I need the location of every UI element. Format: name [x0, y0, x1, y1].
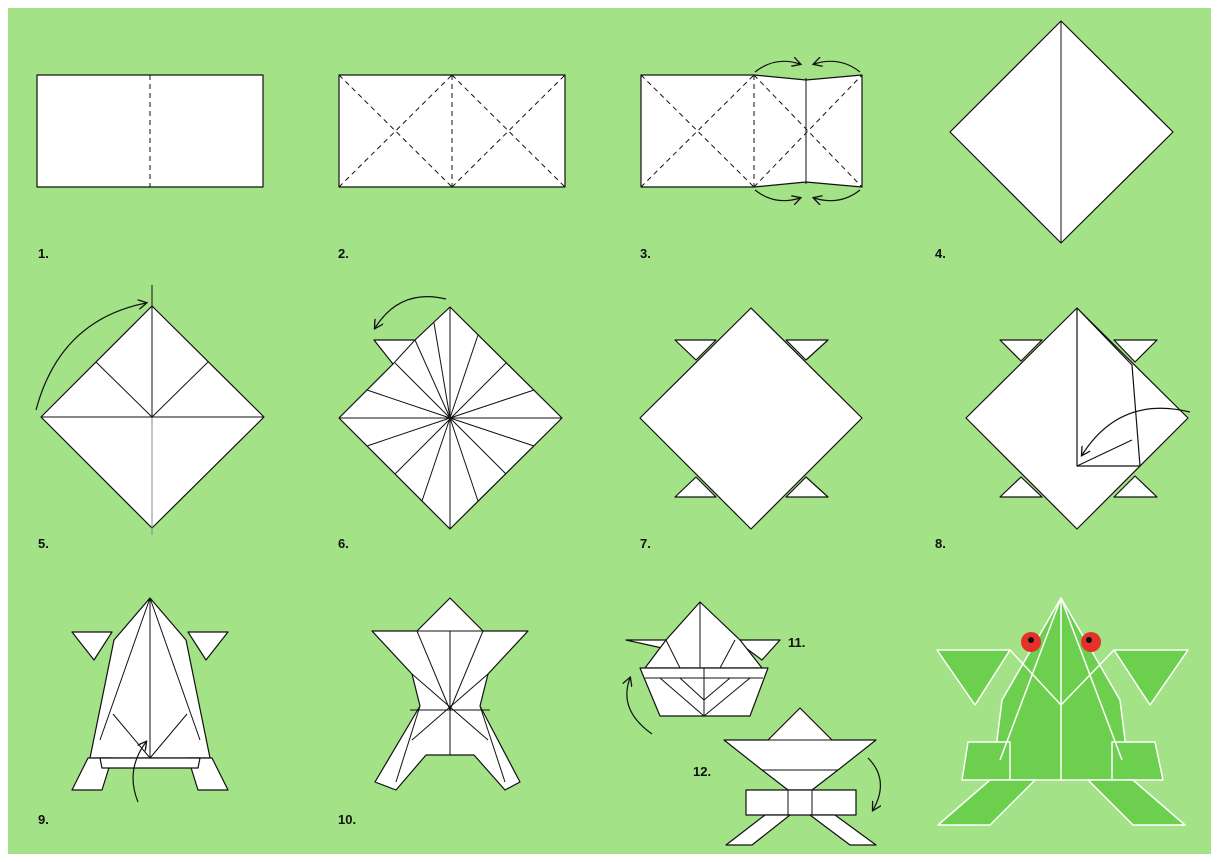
step-4-figure	[950, 21, 1173, 243]
step-number-9: 9.	[38, 812, 49, 827]
curved-arrow-icon	[814, 190, 860, 201]
step-number-10: 10.	[338, 812, 356, 827]
step-number-2: 2.	[338, 246, 349, 261]
curved-arrow-icon	[755, 61, 800, 72]
step-2-figure	[339, 75, 565, 187]
step-number-7: 7.	[640, 536, 651, 551]
origami-instructions-board: 1. 2. 3. 4. 5. 6. 7. 8. 9. 10. 11. 12.	[8, 8, 1211, 854]
step-9-figure	[72, 598, 228, 802]
curved-arrow-icon	[814, 61, 860, 72]
step-number-4: 4.	[935, 246, 946, 261]
step-10-figure	[372, 598, 528, 790]
step-1-figure	[37, 75, 263, 187]
step-number-1: 1.	[38, 246, 49, 261]
step-12-figure	[724, 708, 880, 845]
step-8-figure	[966, 308, 1190, 529]
step-6-figure	[339, 297, 562, 529]
step-3-figure	[641, 61, 862, 200]
step-number-11: 11.	[788, 635, 805, 650]
step-number-8: 8.	[935, 536, 946, 551]
step-5-figure	[36, 285, 264, 535]
curved-arrow-icon	[755, 190, 800, 201]
curved-arrow-icon	[868, 758, 880, 810]
step-number-3: 3.	[640, 246, 651, 261]
step-7-figure	[640, 308, 862, 529]
diagram-canvas	[8, 8, 1211, 854]
step-number-6: 6.	[338, 536, 349, 551]
step-11-figure	[626, 602, 780, 734]
finished-frog-figure	[937, 598, 1188, 825]
step-number-5: 5.	[38, 536, 49, 551]
step-number-12: 12.	[693, 764, 711, 779]
